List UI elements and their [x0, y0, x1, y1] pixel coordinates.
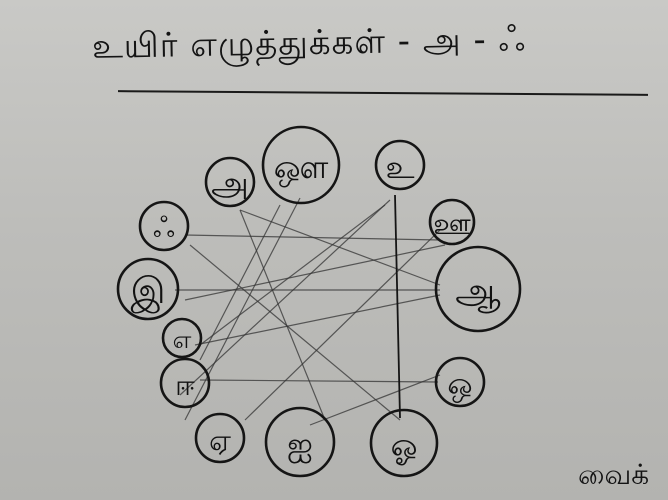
edge-a-ai	[239, 209, 326, 421]
edge-o-ai	[309, 374, 441, 426]
letter-aa: ஆ	[455, 271, 501, 313]
letter-i: இ	[130, 271, 165, 314]
letter-ak: ஃ	[153, 211, 175, 244]
corner-text: வைக்	[578, 458, 650, 491]
letter-node-uu: ஊ	[428, 198, 476, 246]
letter-u: உ	[385, 148, 414, 186]
letter-uu: ஊ	[433, 207, 471, 242]
edge-aa-e	[194, 294, 441, 346]
letter-a: அ	[211, 164, 249, 204]
letter-node-e: எ	[161, 317, 203, 359]
edge-a-aa	[239, 209, 441, 286]
letter-oo: ஓ	[391, 426, 418, 465]
edge-au-ak	[184, 197, 301, 421]
edge-uu-ee	[244, 229, 441, 421]
letter-node-o: ஒ	[434, 356, 486, 408]
edge-u-e	[199, 204, 386, 346]
edge-u-oo	[394, 194, 401, 419]
letter-node-u: உ	[374, 139, 426, 191]
letter-o: ஒ	[447, 367, 472, 403]
letter-ee: ஏ	[209, 424, 231, 457]
letter-ii: ஈ	[175, 369, 195, 402]
letter-e: எ	[173, 326, 192, 354]
letter-node-ak: ஃ	[138, 200, 190, 252]
letter-node-ai: ஐ	[264, 406, 336, 478]
letter-node-aa: ஆ	[434, 245, 522, 333]
edge-o-ii	[199, 379, 439, 383]
letter-ai: ஐ	[287, 425, 313, 464]
edge-uu-i	[184, 244, 446, 301]
letter-node-i: இ	[116, 257, 180, 321]
letter-node-oo: ஓ	[369, 408, 439, 478]
letter-node-ii: ஈ	[159, 357, 211, 409]
letter-node-au: ஔ	[261, 125, 341, 205]
letter-node-a: அ	[204, 156, 256, 208]
connection-lines	[175, 194, 446, 426]
letter-au: ஔ	[274, 148, 329, 187]
letter-node-ee: ஏ	[194, 412, 246, 464]
edge-ak-oo	[189, 244, 401, 421]
edge-u-i	[179, 199, 391, 396]
edge-uu-ak	[184, 234, 441, 241]
